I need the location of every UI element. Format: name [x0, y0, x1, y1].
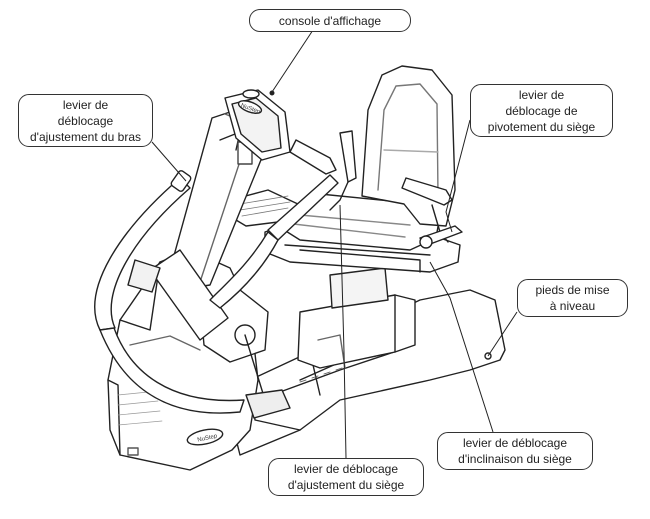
leader-seat-swivel: [445, 119, 471, 233]
callout-seat-recline-line-2: d'inclinaison du siège: [458, 452, 572, 466]
arm-handle-right: [209, 174, 339, 309]
leader-console: [271, 29, 314, 93]
callout-leveling-feet-line-2: à niveau: [549, 299, 596, 313]
callout-seat-recline-line-1: levier de déblocage: [462, 436, 568, 450]
callout-seat-swivel-line-2: déblocage de: [505, 103, 578, 118]
callout-seat-adjust-line-1: levier de déblocage: [293, 462, 399, 476]
leader-seat-adjust: [339, 204, 347, 459]
callout-seat-adjust-line-2: d'ajustement du siège: [287, 478, 405, 492]
leader-arm-release: [151, 141, 187, 182]
callout-arm-release: levier de déblocage d'ajustement du bras: [18, 94, 153, 147]
callout-console: console d'affichage: [249, 9, 411, 32]
callout-leveling-feet: pieds de mise à niveau: [517, 279, 628, 317]
callout-seat-swivel-line-3: pivotement du siège: [487, 119, 596, 134]
display-console: NuStep: [224, 89, 291, 161]
leader-console-dot: [269, 90, 275, 96]
svg-text:NuStep: NuStep: [197, 433, 218, 443]
callout-arm-release-line-1: levier de: [62, 97, 109, 112]
seat-pedestal: [297, 267, 416, 369]
leader-leveling-feet: [487, 311, 518, 357]
callout-arm-release-line-2: déblocage: [57, 113, 114, 128]
lower-arm-tube: [127, 249, 229, 341]
callout-seat-adjust: levier de déblocage d'ajustement du sièg…: [268, 458, 424, 496]
leader-seat-recline: [429, 261, 494, 433]
callout-seat-swivel-line-1: levier de: [518, 87, 565, 102]
callout-seat-recline: levier de déblocage d'inclinaison du siè…: [437, 432, 593, 470]
callout-leveling-feet-line-1: pieds de mise: [535, 283, 610, 297]
arm-handle: [94, 170, 245, 414]
leader-lines: [151, 29, 518, 459]
callout-arm-release-line-3: d'ajustement du bras: [29, 129, 142, 144]
callout-seat-swivel: levier de déblocage de pivotement du siè…: [470, 84, 613, 137]
seat-adjust-lever: [329, 130, 357, 211]
callout-console-line-1: console d'affichage: [278, 13, 382, 28]
